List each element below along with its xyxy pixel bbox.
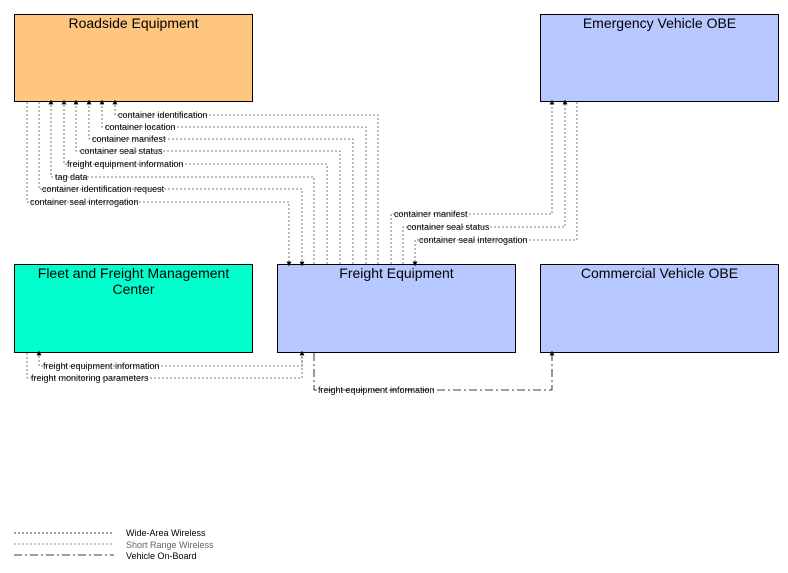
- flow-label: freight equipment information: [43, 361, 160, 371]
- legend-label-short-range: Short Range Wireless: [126, 540, 214, 550]
- flow-label: freight monitoring parameters: [31, 373, 149, 383]
- flow-line-container-identification: [112, 99, 379, 264]
- node-label: Commercial Vehicle OBE: [580, 265, 739, 281]
- node-fleet-freight-management-center: Fleet and Freight Management Center: [14, 264, 253, 353]
- flow-label: container seal interrogation: [30, 197, 139, 207]
- flow-line-container-seal-interrogation: [26, 102, 292, 267]
- flow-line-cv-freight-equipment-information: [313, 350, 555, 391]
- node-freight-equipment: Freight Equipment: [277, 264, 516, 353]
- node-label: Roadside Equipment: [68, 15, 199, 31]
- node-label: Fleet and Freight Management Center: [37, 265, 230, 297]
- flow-line-ev-container-seal-status: [402, 99, 568, 264]
- flow-label: container identification request: [42, 184, 165, 194]
- node-label: Emergency Vehicle OBE: [582, 15, 737, 31]
- flow-line-tag-data: [48, 99, 315, 264]
- flow-line-fleet-freight-monitoring-parameters: [26, 350, 305, 379]
- legend-label-vehicle-onboard: Vehicle On-Board: [126, 551, 197, 561]
- flow-label: container seal interrogation: [419, 235, 528, 245]
- flow-label: tag data: [55, 172, 88, 182]
- flow-line-fleet-freight-equipment-information: [36, 350, 303, 367]
- node-emergency-vehicle-obe: Emergency Vehicle OBE: [540, 14, 779, 102]
- flow-label: container identification: [118, 110, 208, 120]
- flow-label: freight equipment information: [67, 159, 184, 169]
- flow-label: container seal status: [80, 146, 163, 156]
- node-commercial-vehicle-obe: Commercial Vehicle OBE: [540, 264, 779, 353]
- flow-line-ev-container-seal-interrogation: [412, 102, 578, 267]
- flow-label: container manifest: [394, 209, 468, 219]
- flow-line-freight-equipment-information: [61, 99, 328, 264]
- flow-label: container location: [105, 122, 176, 132]
- legend-label-wide-area: Wide-Area Wireless: [126, 528, 206, 538]
- flow-label: freight equipment information: [318, 385, 435, 395]
- flow-line-ev-container-manifest: [390, 99, 555, 264]
- flow-line-container-location: [99, 99, 367, 264]
- flow-line-container-seal-status: [73, 99, 341, 264]
- flow-label: container seal status: [407, 222, 490, 232]
- node-label: Freight Equipment: [339, 265, 454, 281]
- flow-label: container manifest: [92, 134, 166, 144]
- legend: Wide-Area Wireless Short Range Wireless …: [14, 528, 214, 561]
- node-roadside-equipment: Roadside Equipment: [14, 14, 253, 102]
- flow-line-container-manifest: [86, 99, 354, 264]
